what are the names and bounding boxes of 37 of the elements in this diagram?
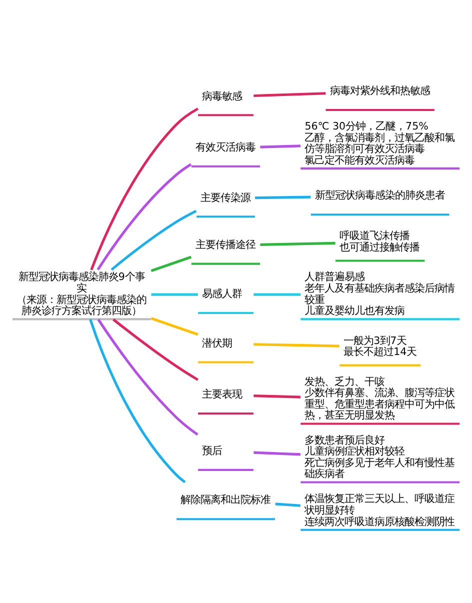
node-text: 主要传染源 <box>200 192 251 204</box>
connector <box>96 163 192 270</box>
node-text: 主要传播途径 <box>196 238 256 251</box>
node-text: 发热、乏力、干咳 少数伴有鼻塞、流涕、腹泻等症状 重型、危重型患者病程中可为中低热，甚至无明显发热 <box>304 376 455 422</box>
connector <box>151 293 198 296</box>
node-text: 人群普遍易感 老年人及有基础疾病者感染后病情较重 儿童及婴幼儿也有发病 <box>304 271 455 318</box>
connector <box>89 318 186 484</box>
connector <box>254 394 300 398</box>
node-text: 一般为3到7天 最长不超过14天 <box>344 334 417 358</box>
node-text: 解除隔离和出院标准 <box>180 494 271 506</box>
node-text: 56℃ 30分钟，乙醚，75%乙醇，含氯消毒剂，过氧乙酸和氯仿等脂溶剂可有效灭活病毒 氯己定不能有效灭活病毒 <box>304 120 455 166</box>
node-text: 新型冠状病毒感染的肺炎患者 <box>314 190 445 202</box>
connector <box>110 210 197 271</box>
connector <box>90 108 199 270</box>
connector <box>275 502 300 507</box>
connector <box>150 256 192 272</box>
node-text: 易感人群 <box>202 288 242 300</box>
connector <box>112 318 199 381</box>
connector <box>97 318 198 436</box>
connector <box>254 92 326 98</box>
node-text: 多数患者预后良好 儿童病例症状相对较轻 死亡病例多见于老年人和有慢性基础疾病者 <box>304 434 455 480</box>
node-text: 预后 <box>202 445 222 458</box>
connector <box>260 242 336 246</box>
connector <box>150 317 198 336</box>
node-text: 体温恢复正常三天以上、呼吸道症状明显好转 连续两次呼吸道病原核酸检测阴性 <box>304 493 455 528</box>
connector <box>254 293 300 296</box>
node-text: 病毒对紫外线和热敏感 <box>330 85 430 98</box>
node-text: 主要表现 <box>202 388 242 401</box>
connector <box>255 196 311 200</box>
connector <box>260 144 300 148</box>
connector <box>254 451 301 456</box>
connector <box>254 343 340 348</box>
node-text: 新型冠状病毒感染肺炎9个事实 （来源：新型冠状病毒感染的肺炎诊疗方案试行第四版） <box>16 271 147 318</box>
node-text: 有效灭活病毒 <box>196 142 256 154</box>
node-text: 潜伏期 <box>202 337 232 350</box>
node-text: 病毒敏感 <box>202 90 242 102</box>
node-text: 呼吸道飞沫传播 也可通过接触传播 <box>340 230 420 254</box>
